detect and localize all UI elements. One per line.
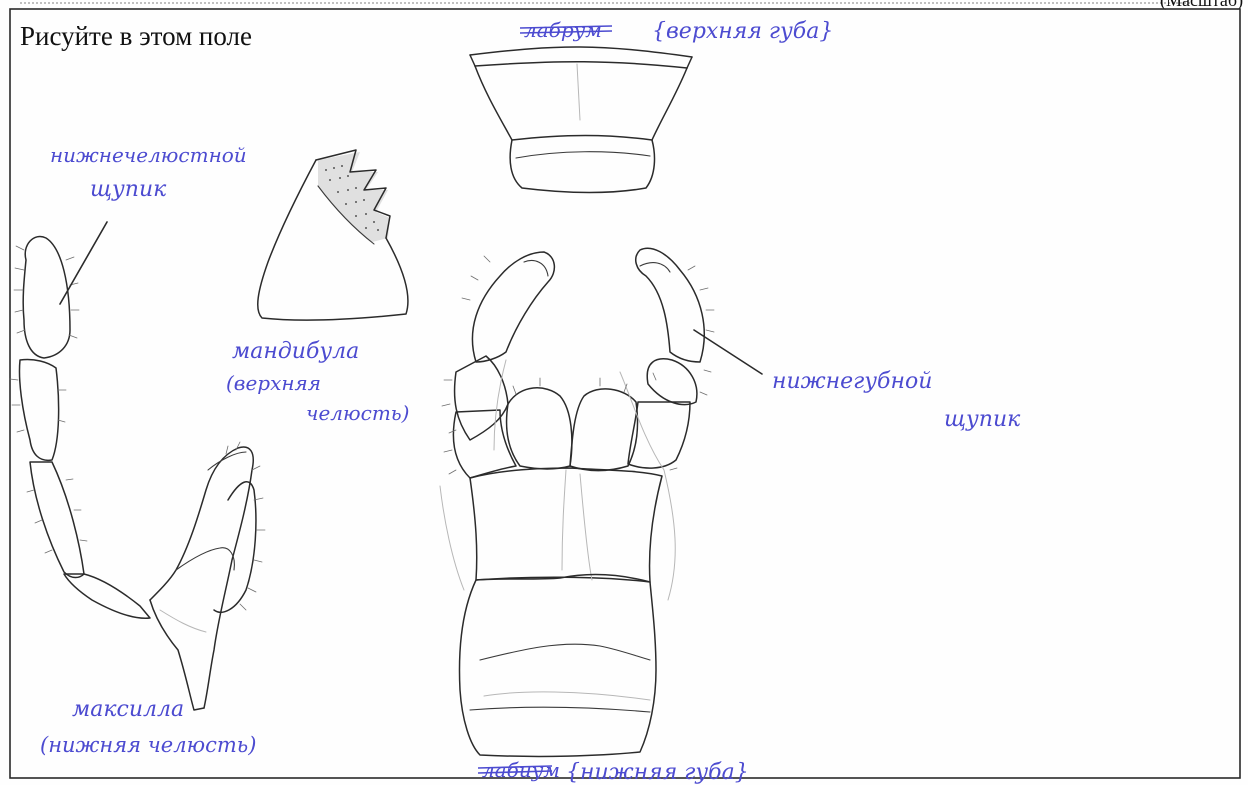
mandible-label: мандибула (верхняя челюсть) xyxy=(226,339,409,425)
maxillary-palp-label: нижнечелюстной щупик xyxy=(50,143,247,304)
labial-palp-label-line1: нижнегубной xyxy=(772,369,932,394)
maxilla-label-line1: максилла xyxy=(72,697,184,722)
mandible-label-line1: мандибула xyxy=(232,339,359,364)
maxilla-label: максилла (нижняя челюсть) xyxy=(40,697,256,757)
maxillary-palp-label-line2: щупик xyxy=(90,177,167,202)
field-caption: Рисуйте в этом поле xyxy=(20,21,252,51)
labrum-replacement: {верхняя губа} xyxy=(652,19,833,44)
labium-drawing xyxy=(440,248,714,756)
labial-palp-pointer xyxy=(694,330,762,374)
labium-crossed-word: лабиум xyxy=(482,758,560,782)
labrum-label: лабрум {верхняя губа} xyxy=(520,18,833,44)
mandible-label-line2: (верхняя xyxy=(226,371,321,395)
maxilla-label-line2: (нижняя челюсть) xyxy=(40,733,256,757)
maxillary-palp-pointer xyxy=(60,222,107,304)
mandible-drawing xyxy=(258,150,408,320)
maxillary-palp-label-line1: нижнечелюстной xyxy=(50,143,247,167)
labium-label: лабиум {нижняя губа} xyxy=(478,758,749,785)
maxilla-drawing xyxy=(10,237,265,710)
labial-palp-label: нижнегубной щупик xyxy=(694,330,1021,432)
labium-replacement: {нижняя губа} xyxy=(566,760,749,785)
labrum-drawing xyxy=(470,47,692,193)
mandible-label-line3: челюсть) xyxy=(306,401,409,425)
labial-palp-label-line2: щупик xyxy=(944,407,1021,432)
labrum-crossed-word: лабрум xyxy=(524,18,602,42)
